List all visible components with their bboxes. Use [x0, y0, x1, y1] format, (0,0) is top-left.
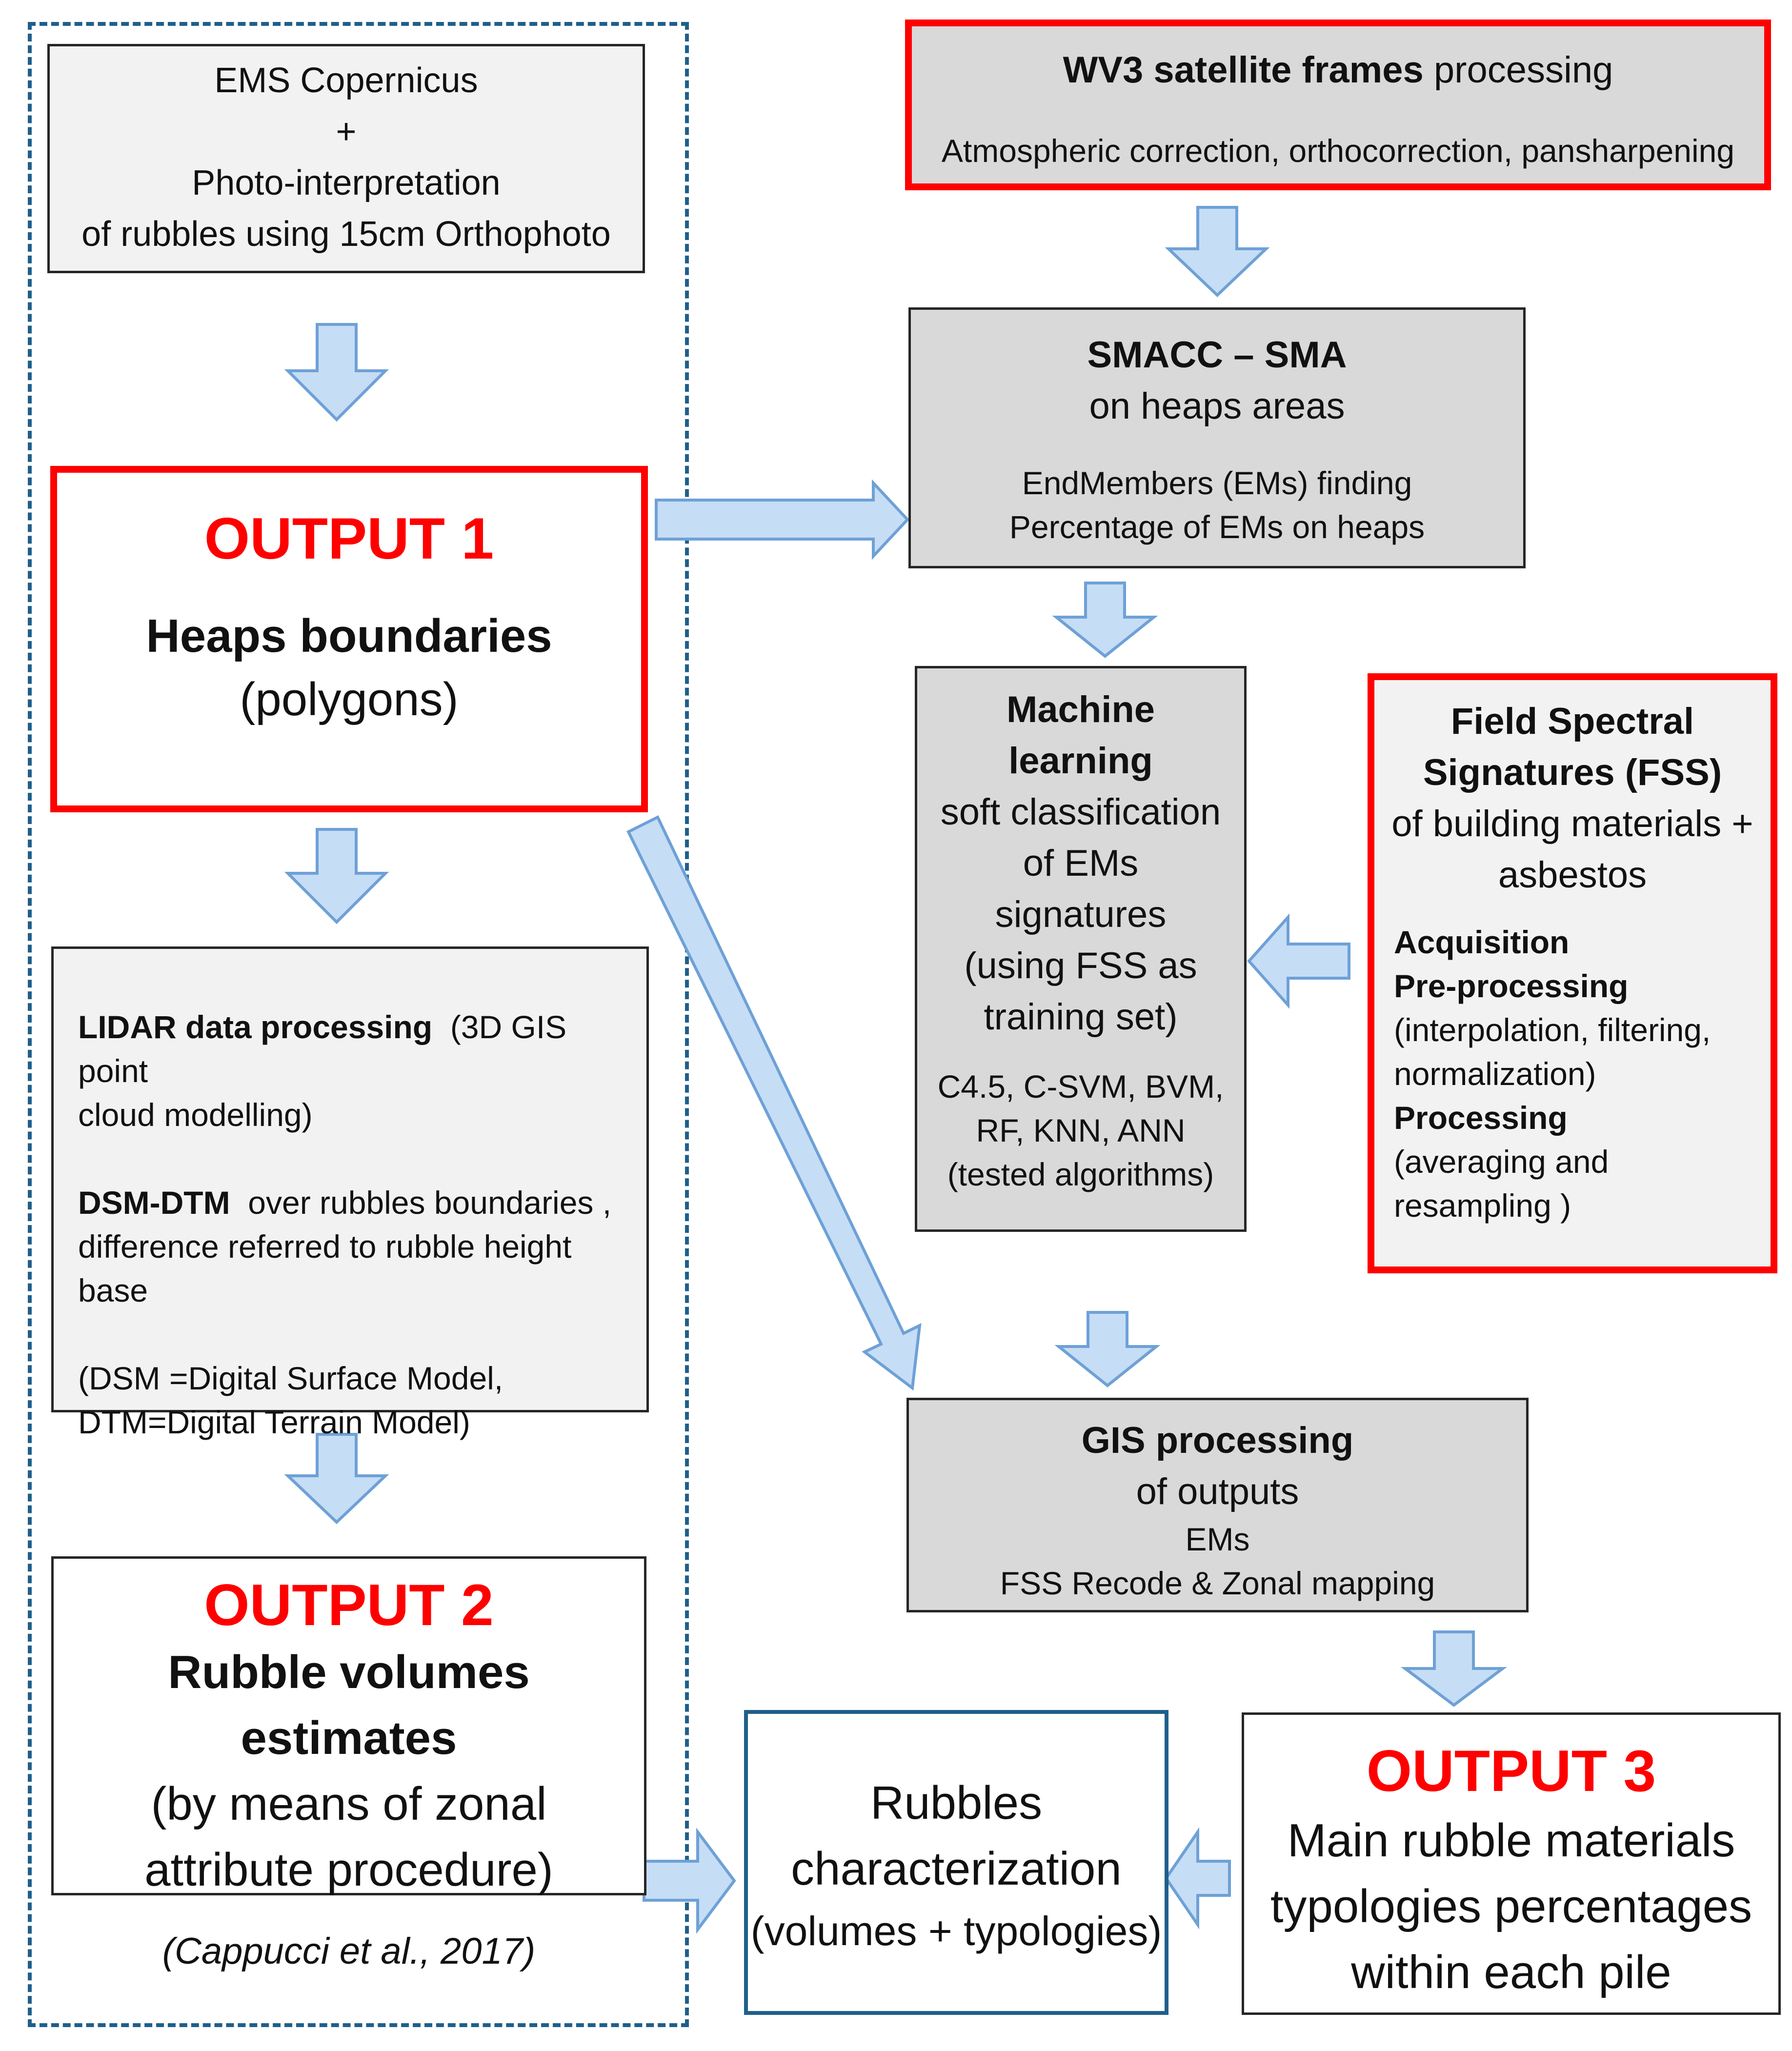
fss-processing-detail-1: (averaging and [1394, 1144, 1609, 1180]
lidar-para-3-line-1: (DSM =Digital Surface Model, [78, 1360, 503, 1396]
citation: (Cappucci et al., 2017) [162, 1930, 536, 1972]
arrow-down-lidar-output2 [284, 1433, 389, 1525]
machine-learning-box: Machine learning soft classification of … [915, 666, 1247, 1232]
wv3-box: WV3 satellite frames processing Atmosphe… [905, 20, 1771, 190]
fss-processing-detail-2: resampling ) [1394, 1187, 1571, 1224]
arrow-left-output3-rubbles [1164, 1827, 1231, 1930]
smacc-box: SMACC – SMA on heaps areas EndMembers (E… [908, 307, 1526, 568]
lidar-para-3-line-2: DTM=Digital Terrain Model) [78, 1404, 470, 1440]
output3-line-3: within each pile [1351, 1946, 1671, 1998]
smacc-line-2: on heaps areas [1089, 385, 1345, 427]
ml-line-9: RF, KNN, ANN [976, 1112, 1186, 1148]
output3-line-1: Main rubble materials [1287, 1814, 1735, 1867]
wv3-title-rest: processing [1433, 49, 1613, 91]
wv3-title-bold: WV3 satellite frames [1063, 49, 1424, 91]
output2-line-3: (by means of zonal [151, 1778, 547, 1830]
gis-line-4: FSS Recode & Zonal mapping [1000, 1565, 1435, 1601]
fss-details: Acquisition Pre-processing (interpolatio… [1374, 920, 1771, 1227]
arrow-down-gis-output3 [1401, 1630, 1507, 1707]
output2-line-1: Rubble volumes [168, 1646, 530, 1698]
lidar-para-2: DSM-DTM over rubbles boundaries , [78, 1181, 627, 1225]
rubbles-line-3: (volumes + typologies) [750, 1908, 1162, 1954]
ems-line-1: EMS Copernicus [214, 61, 478, 100]
fss-line-4: asbestos [1498, 854, 1647, 896]
output2-line-4: attribute procedure) [144, 1844, 553, 1896]
ml-line-1: Machine [1006, 689, 1155, 730]
fss-preprocessing-detail-2: normalization) [1394, 1056, 1596, 1092]
fss-processing: Processing [1394, 1100, 1568, 1136]
ems-line-2: + [336, 112, 357, 151]
arrow-right-output1-smacc [655, 479, 910, 560]
output2-line-2: estimates [241, 1712, 457, 1764]
lidar-para-2-line-2: difference referred to rubble height bas… [78, 1228, 572, 1308]
arrow-right-output2-rubbles [643, 1828, 736, 1934]
output1-line-1: Heaps boundaries [146, 610, 552, 662]
fss-box: Field Spectral Signatures (FSS) of build… [1368, 673, 1777, 1273]
output1-box: OUTPUT 1 Heaps boundaries (polygons) [50, 466, 648, 812]
rubbles-characterization-box: Rubbles characterization (volumes + typo… [744, 1710, 1168, 2015]
ml-line-8: C4.5, C-SVM, BVM, [937, 1068, 1224, 1105]
fss-acquisition: Acquisition [1394, 924, 1570, 960]
ems-copernicus-box: EMS Copernicus + Photo-interpretation of… [47, 44, 645, 273]
wv3-title: WV3 satellite frames processing [912, 46, 1764, 95]
fss-line-1: Field Spectral [1450, 701, 1694, 742]
lidar-para-1: LIDAR data processing (3D GIS point [78, 1005, 627, 1093]
ml-line-5: signatures [995, 894, 1167, 935]
ml-line-3: soft classification [940, 791, 1221, 833]
lidar-para-1-line-2: cloud modelling) [78, 1097, 313, 1133]
output1-title: OUTPUT 1 [204, 506, 494, 571]
ml-line-2: learning [1008, 740, 1153, 782]
arrow-down-ems-output1 [284, 323, 389, 422]
rubbles-line-1: Rubbles [870, 1777, 1043, 1829]
lidar-para-1-rest: (3D GIS point [78, 1009, 567, 1089]
rubbles-line-2: characterization [791, 1843, 1122, 1895]
ml-line-7: training set) [984, 996, 1178, 1038]
output2-title: OUTPUT 2 [204, 1572, 494, 1638]
lidar-box: LIDAR data processing (3D GIS point clou… [51, 946, 649, 1440]
gis-line-2: of outputs [1136, 1471, 1299, 1512]
smacc-line-3: EndMembers (EMs) finding [1022, 465, 1412, 501]
ems-line-3: Photo-interpretation [192, 163, 501, 202]
ems-line-4: of rubbles using 15cm Orthophoto [81, 215, 611, 254]
smacc-line-4: Percentage of EMs on heaps [1009, 509, 1425, 545]
lidar-para-2-rest: over rubbles boundaries , [248, 1185, 612, 1221]
arrow-down-ml-gis [1054, 1311, 1161, 1387]
arrow-left-fss-ml [1247, 913, 1350, 1009]
left-workflow-container [28, 22, 689, 2027]
fss-line-2: Signatures (FSS) [1423, 752, 1722, 793]
gis-processing-box: GIS processing of outputs EMs FSS Recode… [906, 1398, 1529, 1612]
ml-line-10: (tested algorithms) [947, 1156, 1214, 1192]
lidar-title: LIDAR data processing [78, 1009, 433, 1045]
output1-line-2: (polygons) [240, 673, 459, 725]
output3-line-2: typologies percentages [1270, 1880, 1752, 1932]
dsm-dtm-title: DSM-DTM [78, 1185, 230, 1221]
smacc-title: SMACC – SMA [1087, 334, 1347, 376]
output2-box: OUTPUT 2 Rubble volumes estimates (by me… [51, 1556, 646, 1896]
ml-line-4: of EMs [1023, 843, 1139, 884]
fss-preprocessing: Pre-processing [1394, 968, 1629, 1004]
output3-box: OUTPUT 3 Main rubble materials typologie… [1242, 1712, 1781, 2015]
arrow-diagonal-output1-gis [626, 815, 922, 1391]
gis-title: GIS processing [1081, 1420, 1354, 1461]
output3-title: OUTPUT 3 [1366, 1738, 1656, 1804]
fss-preprocessing-detail-1: (interpolation, filtering, [1394, 1012, 1711, 1048]
fss-line-3: of building materials + [1391, 803, 1753, 845]
arrow-down-wv3-smacc [1165, 206, 1270, 298]
arrow-down-smacc-ml [1052, 582, 1158, 658]
wv3-line-2: Atmospheric correction, orthocorrection,… [941, 133, 1735, 169]
ml-line-6: (using FSS as [964, 945, 1197, 986]
gis-line-3: EMs [1185, 1521, 1250, 1557]
arrow-down-output1-lidar [284, 828, 389, 925]
